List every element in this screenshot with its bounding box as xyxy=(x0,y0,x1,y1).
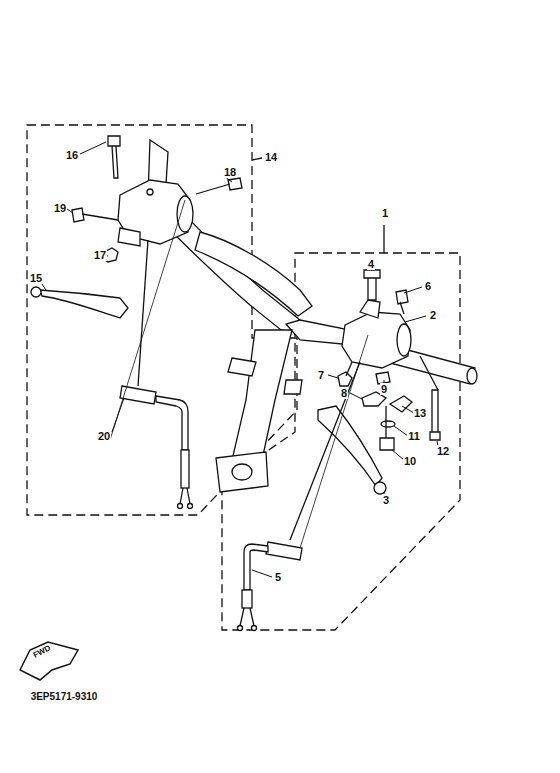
part-group: 14 xyxy=(27,125,297,515)
callout-number: 9 xyxy=(380,383,388,395)
leader-line xyxy=(383,225,384,253)
callout-number: 13 xyxy=(413,407,427,419)
group-outline xyxy=(27,125,297,515)
diagram-code: 3EP5171-9310 xyxy=(30,691,99,703)
bolt xyxy=(196,178,242,194)
bolt xyxy=(72,208,118,222)
callout-number: 3 xyxy=(382,494,390,506)
group-number: 1 xyxy=(381,207,389,219)
cable xyxy=(238,362,361,631)
fwd-arrow xyxy=(20,642,78,680)
lever-ball xyxy=(31,287,41,297)
handle-bar xyxy=(160,205,477,492)
bolt xyxy=(108,136,120,178)
callout-number: 10 xyxy=(403,455,417,467)
callout-number: 20 xyxy=(97,430,111,442)
callout-number: 4 xyxy=(367,258,375,270)
group-number: 14 xyxy=(264,151,278,163)
callout-number: 15 xyxy=(29,272,43,284)
callout-number: 2 xyxy=(429,309,437,321)
callout-number: 7 xyxy=(317,369,325,381)
callout-number: 5 xyxy=(274,571,282,583)
leader-line xyxy=(252,158,262,160)
lever xyxy=(40,290,128,318)
callout-number: 18 xyxy=(223,166,237,178)
callout-number: 6 xyxy=(424,280,432,292)
callout-number: 11 xyxy=(407,430,421,442)
right-switch xyxy=(338,270,440,450)
callout-number: 12 xyxy=(436,445,450,457)
callout-number: 17 xyxy=(93,249,107,261)
part-group: 1 xyxy=(222,253,460,630)
callout-number: 19 xyxy=(53,202,67,214)
callout-number: 8 xyxy=(340,387,348,399)
lever-ball xyxy=(374,482,386,494)
leader-line xyxy=(42,142,438,577)
callout-number: 16 xyxy=(65,149,79,161)
left-switch xyxy=(118,140,193,246)
